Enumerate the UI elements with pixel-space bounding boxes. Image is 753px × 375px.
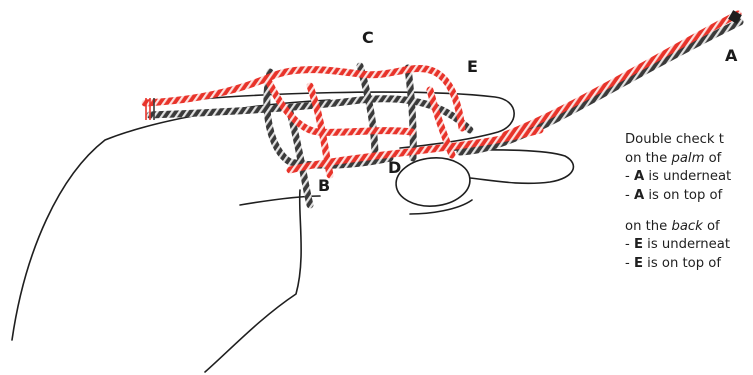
label-c: C	[362, 30, 374, 46]
note-line: on the back of	[625, 218, 753, 237]
instructions: Double check t on the palm of - A is und…	[625, 131, 753, 274]
red-rope-tail	[505, 14, 738, 135]
note-line: on the palm of	[625, 150, 753, 169]
label-e: E	[467, 59, 478, 75]
label-b: B	[318, 178, 330, 194]
note-line: - A is on top of	[625, 187, 753, 206]
dark-rope-back	[150, 99, 470, 130]
dark-rope-c	[360, 66, 375, 158]
dark-rope-d	[408, 68, 413, 158]
note-line: - E is on top of	[625, 255, 753, 274]
note-line: Double check t	[625, 131, 753, 150]
label-a: A	[725, 48, 737, 64]
label-d: D	[388, 160, 401, 176]
note-line: - E is underneat	[625, 236, 753, 255]
note-line: - A is underneat	[625, 168, 753, 187]
